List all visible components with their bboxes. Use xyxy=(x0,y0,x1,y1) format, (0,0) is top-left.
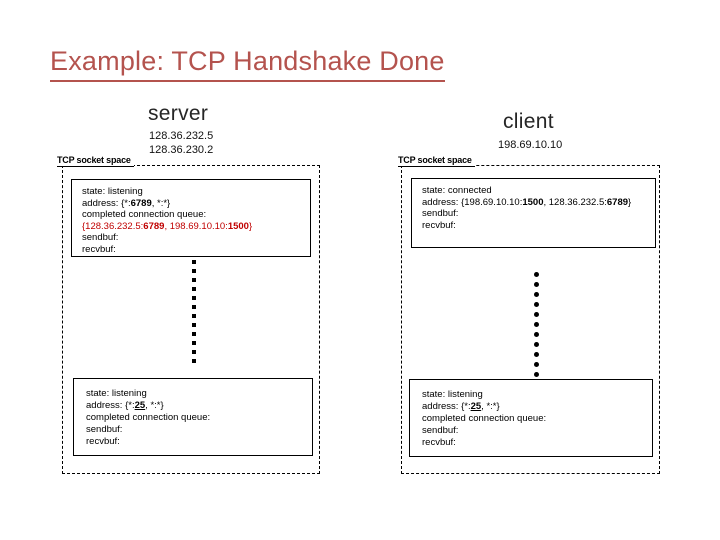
dot xyxy=(534,282,539,287)
client-heading: client xyxy=(503,110,554,133)
socket-box-line: completed connection queue: xyxy=(422,413,547,424)
dot xyxy=(192,314,196,318)
server-heading: server xyxy=(148,102,209,125)
dot xyxy=(192,296,196,300)
dot xyxy=(192,269,196,273)
socket-box-line: {128.36.232.5:6789, 198.69.10.10:1500} xyxy=(82,220,253,232)
client-ip-list: 198.69.10.10 xyxy=(498,138,562,152)
server-ip-list: 128.36.232.5 128.36.230.2 xyxy=(149,129,213,157)
dot xyxy=(192,332,196,336)
dot xyxy=(192,359,196,363)
dot xyxy=(534,332,539,337)
socket-box-line: sendbuf: xyxy=(86,424,123,435)
slide-title: Example: TCP Handshake Done xyxy=(50,46,445,82)
dot xyxy=(534,312,539,317)
server-ip-2: 128.36.230.2 xyxy=(149,144,214,156)
socket-box-line: recvbuf: xyxy=(422,437,456,448)
socket-box-line: completed connection queue: xyxy=(86,412,211,423)
socket-box-line: sendbuf: xyxy=(422,425,459,436)
client-ip-1: 198.69.10.10 xyxy=(498,139,563,151)
socket-box-line: recvbuf: xyxy=(82,243,116,255)
server-ellipsis-dots xyxy=(192,260,196,363)
socket-box-line: address: {198.69.10.10:1500, 128.36.232.… xyxy=(422,196,632,208)
socket-box-line: address: {*:25, *:*} xyxy=(422,401,500,412)
dot xyxy=(534,272,539,277)
dot xyxy=(534,362,539,367)
dot xyxy=(192,260,196,264)
socket-box-line: state: listening xyxy=(86,388,147,399)
socket-box-line: state: listening xyxy=(422,389,483,400)
dot xyxy=(192,305,196,309)
dot xyxy=(534,372,539,377)
dot xyxy=(534,302,539,307)
server-ip-1: 128.36.232.5 xyxy=(149,130,214,142)
dot xyxy=(534,342,539,347)
client-socket-space-label: TCP socket space xyxy=(398,155,475,167)
socket-box-line: sendbuf: xyxy=(82,232,119,244)
dot xyxy=(534,292,539,297)
dot xyxy=(192,350,196,354)
dot xyxy=(192,341,196,345)
dot xyxy=(534,322,539,327)
dot xyxy=(534,352,539,357)
socket-box-line: state: listening xyxy=(82,186,143,197)
socket-box-line: sendbuf: xyxy=(422,208,459,220)
dot xyxy=(192,323,196,327)
socket-box-line: address: {*:25, *:*} xyxy=(86,400,164,411)
socket-box-line: completed connection queue: xyxy=(82,209,207,221)
socket-box-line: state: connected xyxy=(422,185,492,196)
dot xyxy=(192,287,196,291)
socket-box-line: recvbuf: xyxy=(86,436,120,447)
dot xyxy=(192,278,196,282)
client-ellipsis-dots xyxy=(534,272,539,377)
socket-box-line: recvbuf: xyxy=(422,219,456,231)
server-socket-space-label: TCP socket space xyxy=(57,155,134,167)
socket-box-line: address: {*:6789, *:*} xyxy=(82,197,171,209)
